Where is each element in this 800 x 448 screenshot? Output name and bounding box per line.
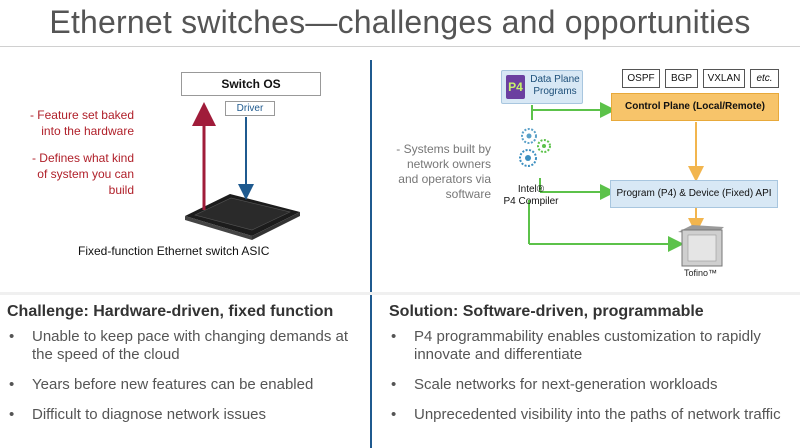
systems-built-note: - Systems built by network owners and op… (378, 142, 491, 202)
compiler-gears-icon (519, 128, 551, 167)
p4-diagram-graphics (519, 102, 724, 267)
section-divider (0, 292, 800, 295)
feature-set-note: - Feature set baked into the hardware (12, 107, 134, 139)
list-item: P4 programmability enables customization… (388, 328, 796, 364)
note-line: - Defines what kind (31, 151, 134, 165)
tofino-label: Tofino™ (684, 268, 718, 278)
api-box: Program (P4) & Device (Fixed) API (610, 180, 778, 208)
control-plane-box: Control Plane (Local/Remote) (611, 93, 779, 121)
column-divider (370, 60, 372, 448)
slide-title: Ethernet switches—challenges and opportu… (49, 4, 751, 40)
driver-box: Driver (225, 101, 275, 116)
solution-heading: Solution: Software-driven, programmable (389, 303, 704, 320)
note-line: into the hardware (41, 124, 134, 138)
challenge-list: Unable to keep pace with changing demand… (6, 328, 364, 436)
system-kind-note: - Defines what kind of system you can bu… (12, 150, 134, 198)
note-line: of system you can (37, 167, 134, 181)
solution-list: P4 programmability enables customization… (388, 328, 796, 436)
note-line: build (108, 183, 134, 197)
challenge-heading: Challenge: Hardware-driven, fixed functi… (7, 303, 334, 320)
note-line: - Feature set baked (29, 108, 134, 122)
protocol-etc: etc. (750, 69, 779, 88)
note-line: software (445, 187, 491, 201)
title-divider (0, 46, 800, 47)
note-line: network owners (406, 157, 491, 171)
protocol-vxlan: VXLAN (703, 69, 745, 88)
protocol-bgp: BGP (665, 69, 698, 88)
note-line: - Systems built by (396, 142, 491, 156)
list-item: Scale networks for next-generation workl… (388, 376, 796, 394)
list-item: Unprecedented visibility into the paths … (388, 406, 796, 424)
switch-os-box: Switch OS (181, 72, 321, 96)
list-item: Difficult to diagnose network issues (6, 406, 364, 424)
asic-chip-icon (185, 194, 300, 240)
protocol-ospf: OSPF (622, 69, 660, 88)
p4-logo-icon: P4 (506, 75, 525, 99)
asic-diagram-graphics (185, 102, 300, 240)
list-item: Years before new features can be enabled (6, 376, 364, 394)
note-line: and operators via (398, 172, 491, 186)
tofino-chip-icon (678, 225, 724, 267)
intel-compiler-label: Intel® P4 Compiler (503, 184, 559, 207)
asic-label: Fixed-function Ethernet switch ASIC (78, 244, 270, 258)
list-item: Unable to keep pace with changing demand… (6, 328, 364, 364)
p4-programs-box: P4 Data Plane Programs (501, 70, 583, 104)
p4-programs-label: Data Plane Programs (530, 74, 580, 97)
